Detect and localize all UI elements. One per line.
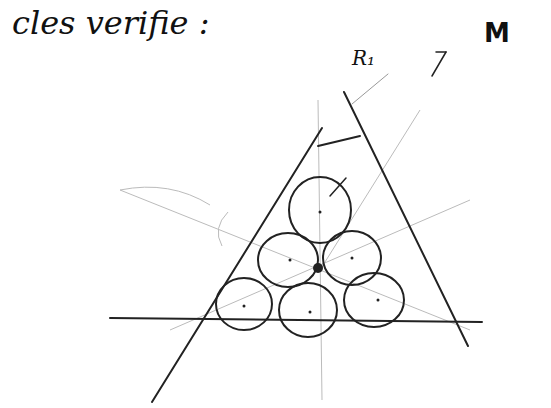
radius-label: R₁ [352, 46, 375, 70]
handwritten-note: cles verifie : [12, 4, 209, 42]
corner-mark: M [484, 18, 510, 48]
